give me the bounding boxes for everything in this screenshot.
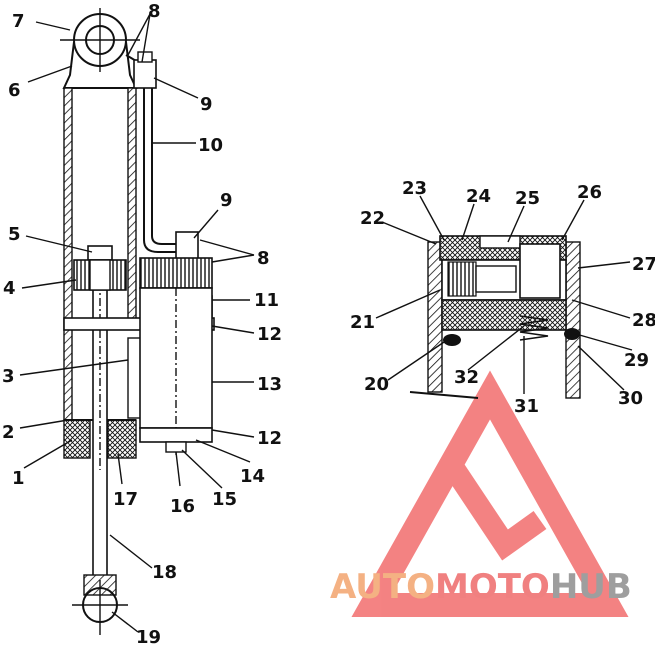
callout-16: 16 <box>170 496 195 517</box>
shock-main-assembly <box>60 8 215 635</box>
callout-24: 24 <box>466 186 491 207</box>
callout-8: 8 <box>148 1 161 22</box>
callout-27: 27 <box>632 254 655 275</box>
callout-26: 26 <box>577 182 602 203</box>
callout-20: 20 <box>364 374 389 395</box>
callout-17: 17 <box>113 489 138 510</box>
hose-line <box>143 82 180 253</box>
outer-tube-right-wall <box>127 87 137 329</box>
callout-9b: 9 <box>220 190 233 211</box>
detail-outer-right <box>565 241 581 399</box>
watermark-text-hub: HUB <box>550 567 632 607</box>
callout-13: 13 <box>257 374 282 395</box>
bottom-seal-left <box>63 419 91 459</box>
callout-11: 11 <box>254 290 279 311</box>
callout-28: 28 <box>632 310 655 331</box>
detail-spring <box>519 315 549 341</box>
watermark-text: AUTOMOTOHUB <box>330 567 632 607</box>
callout-12b: 12 <box>257 428 282 449</box>
watermark-text-moto: MOTO <box>435 567 550 607</box>
callout-30: 30 <box>618 388 643 409</box>
callout-22: 22 <box>360 208 385 229</box>
detail-oring-right <box>564 328 580 340</box>
callout-7: 7 <box>12 11 25 32</box>
callout-4: 4 <box>3 278 16 299</box>
callout-21: 21 <box>350 312 375 333</box>
callout-9: 9 <box>200 94 213 115</box>
callout-14: 14 <box>240 466 265 487</box>
callout-3: 3 <box>2 366 15 387</box>
piston-nut <box>87 245 113 261</box>
callout-25: 25 <box>515 188 540 209</box>
callout-19: 19 <box>136 627 161 647</box>
callout-23: 23 <box>402 178 427 199</box>
watermark-logo <box>351 370 629 617</box>
callout-10: 10 <box>198 135 223 156</box>
reservoir-cap <box>139 257 213 289</box>
callout-32: 32 <box>454 367 479 388</box>
detail-section-view <box>409 235 581 399</box>
outer-tube-left-wall <box>63 87 73 421</box>
hose-fitting-top <box>133 59 157 89</box>
svg-text:AUTOMOTOHUB: AUTOMOTOHUB <box>330 567 632 607</box>
detail-piston <box>441 299 567 331</box>
callout-29: 29 <box>624 350 649 371</box>
bottom-seal-right <box>107 419 137 459</box>
callout-18: 18 <box>152 562 177 583</box>
callout-15: 15 <box>212 489 237 510</box>
detail-outer-left <box>427 241 443 393</box>
detail-oring-left <box>443 334 461 346</box>
callout-12: 12 <box>257 324 282 345</box>
callout-1: 1 <box>12 468 25 489</box>
callout-5: 5 <box>8 224 21 245</box>
callout-31: 31 <box>514 396 539 417</box>
callout-8b: 8 <box>257 248 270 269</box>
reservoir-end-cap <box>139 427 213 443</box>
callout-6: 6 <box>8 80 21 101</box>
watermark-text-auto: AUTO <box>330 567 435 607</box>
callout-2: 2 <box>2 422 15 443</box>
leader-lines <box>19 13 633 633</box>
